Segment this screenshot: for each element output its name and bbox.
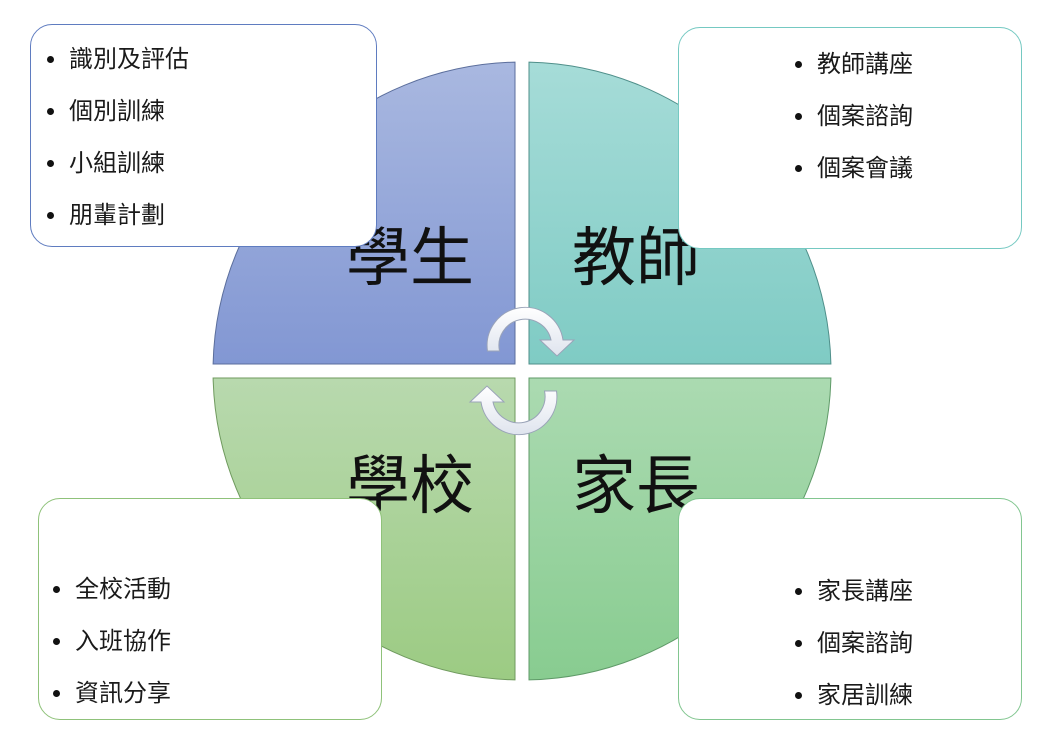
list-item: 個案諮詢 — [793, 617, 913, 669]
list-item: 朋輩計劃 — [45, 189, 189, 241]
list-item: 個案會議 — [793, 142, 913, 194]
list-item: 個案諮詢 — [793, 90, 913, 142]
list-item: 識別及評估 — [45, 33, 189, 85]
list-item: 資訊分享 — [51, 667, 171, 719]
callout-parents: 家長講座 個案諮詢 家居訓練 — [678, 498, 1022, 720]
list-item: 家居訓練 — [793, 669, 913, 721]
school-list: 全校活動 入班協作 資訊分享 — [51, 563, 171, 719]
list-item: 家長講座 — [793, 565, 913, 617]
cycle-arrow-top-icon — [486, 306, 576, 357]
list-item: 小組訓練 — [45, 137, 189, 189]
callout-school: 全校活動 入班協作 資訊分享 — [38, 498, 382, 720]
list-item: 入班協作 — [51, 615, 171, 667]
parents-list: 家長講座 個案諮詢 家居訓練 — [793, 565, 913, 721]
callout-students: 識別及評估 個別訓練 小組訓練 朋輩計劃 — [30, 24, 377, 247]
list-item: 全校活動 — [51, 563, 171, 615]
cycle-arrow-bottom-icon — [468, 385, 558, 436]
students-list: 識別及評估 個別訓練 小組訓練 朋輩計劃 — [45, 33, 189, 241]
list-item: 教師講座 — [793, 38, 913, 90]
callout-teachers: 教師講座 個案諮詢 個案會議 — [678, 27, 1022, 249]
teachers-list: 教師講座 個案諮詢 個案會議 — [793, 38, 913, 194]
list-item: 個別訓練 — [45, 85, 189, 137]
